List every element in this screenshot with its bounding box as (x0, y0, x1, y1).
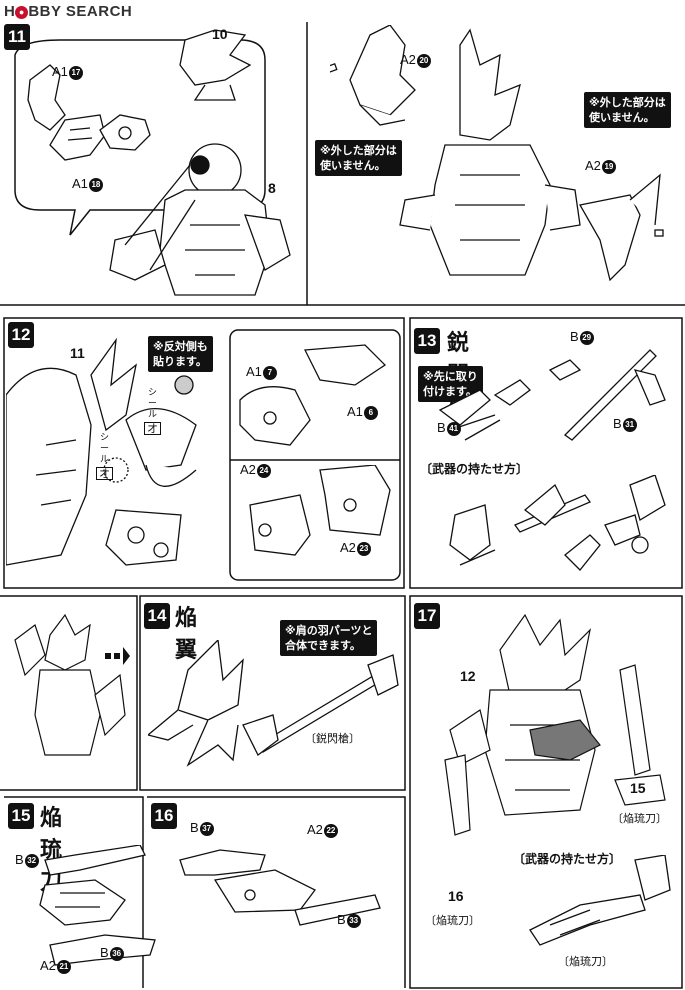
step-number: 12 (8, 322, 34, 348)
sword-caption-15: 〔焔琉刀〕 (612, 812, 667, 825)
sword-caption-bottom: 〔焔琉刀〕 (558, 955, 613, 968)
shoulder-armor-parts-drawing (239, 344, 387, 446)
logo-letter: H (4, 3, 16, 20)
head-part-drawing (27, 64, 106, 161)
weapon-holding-drawing (449, 475, 666, 571)
note-unused-parts-left: ※外した部分は使いません。 (315, 140, 402, 176)
part-number-12: 12 (460, 668, 476, 684)
sticker-label-o-upper: シールオ (144, 388, 161, 436)
step-number: 15 (8, 803, 34, 829)
sword-holding-drawing (529, 855, 671, 946)
hobby-search-logo[interactable]: H●BBY SEARCH (4, 3, 132, 20)
site-header: H●BBY SEARCH (0, 0, 685, 22)
part-number-10: 10 (212, 26, 228, 42)
robot-figure-drawing (109, 29, 291, 296)
spear-parts-drawing (438, 349, 666, 441)
final-assembly-drawing (444, 613, 666, 836)
step-number: 11 (4, 24, 30, 50)
crest-part-drawing (99, 114, 151, 151)
part-number-8: 8 (268, 180, 276, 196)
wing-spear-drawing (148, 640, 399, 767)
note-unused-parts-right: ※外した部分は使いません。 (584, 92, 671, 128)
logo-search-text: SEARCH (65, 3, 133, 20)
shoulder-joint-parts-drawing (249, 465, 391, 556)
shoulder-assembly-drawing (6, 337, 197, 566)
robot-with-wings-drawing (330, 25, 664, 282)
weapon-holding-heading: 〔武器の持たせ方〕 (420, 462, 529, 476)
logo-o-icon: ● (15, 6, 29, 19)
part-number-15: 15 (630, 780, 646, 796)
sword-parts-drawing (39, 845, 156, 966)
step-title: 焔翼 (175, 606, 198, 663)
sword-caption-16: 〔焔琉刀〕 (425, 914, 480, 927)
part-number-11: 11 (70, 345, 85, 361)
weapon-holding-heading: 〔武器の持たせ方〕 (513, 852, 622, 866)
blade-parts-drawing (179, 849, 381, 926)
note-other-side: ※反対側も貼ります。 (148, 336, 213, 372)
step-number: 16 (151, 803, 177, 829)
logo-text: BBY (28, 3, 62, 20)
note-shoulder-wing-combine: ※肩の羽パーツと合体できます。 (280, 620, 378, 656)
step-number: 17 (414, 603, 440, 629)
part-number-16: 16 (448, 888, 464, 904)
sticker-label-o-lower: シールオ (96, 433, 113, 481)
step-number: 14 (144, 603, 170, 629)
spear-caption: 〔鋭閃槍〕 (305, 732, 360, 745)
completed-figure-drawing (14, 613, 130, 756)
step-number: 13 (414, 328, 440, 354)
